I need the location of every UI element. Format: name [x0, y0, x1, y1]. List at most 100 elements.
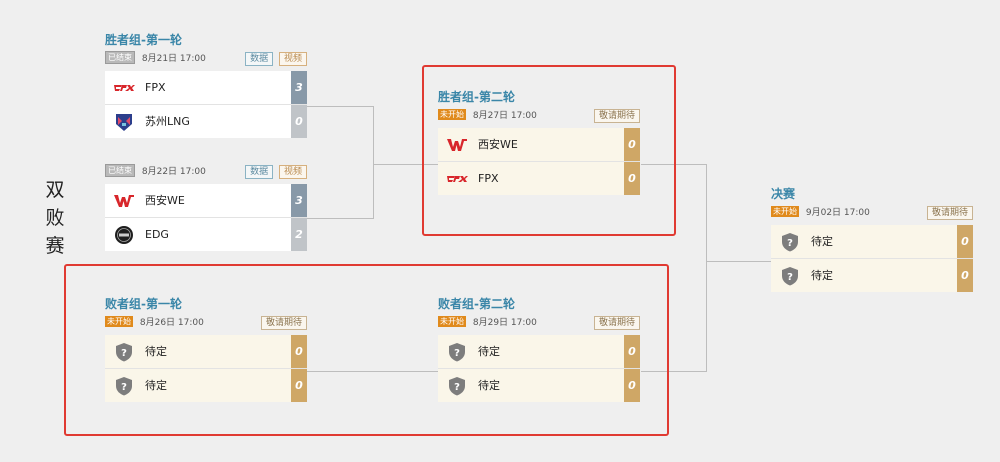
- tbd-shield-icon: ?: [782, 267, 798, 286]
- team-score: 0: [624, 128, 640, 161]
- svg-text:?: ?: [121, 348, 127, 359]
- status-badge: 已结束: [105, 51, 135, 64]
- fpx-logo-icon: [447, 176, 468, 182]
- match-losers-round1: 败者组-第一轮 未开始 8月26日 17:00 敬请期待 ? 待定 0 ? 待定…: [105, 296, 307, 402]
- coming-soon-button[interactable]: 敬请期待: [593, 109, 640, 123]
- status-badge: 未开始: [105, 316, 133, 327]
- svg-text:?: ?: [787, 272, 793, 283]
- match-meta: 未开始 8月27日 17:00 敬请期待: [438, 108, 640, 124]
- team-score: 3: [291, 71, 307, 104]
- connector-line: [373, 106, 374, 219]
- connector-line: [706, 261, 772, 262]
- double-elimination-label: 双 败 赛: [45, 179, 65, 257]
- match-losers-round2: 败者组-第二轮 未开始 8月29日 17:00 敬请期待 ? 待定 0 ? 待定…: [438, 296, 640, 402]
- match-winners-round2: 胜者组-第二轮 未开始 8月27日 17:00 敬请期待 西安WE 0 FPX …: [438, 89, 640, 195]
- video-button[interactable]: 视频: [278, 52, 307, 66]
- connector-line: [307, 371, 439, 372]
- svg-text:?: ?: [121, 382, 127, 393]
- team-name: EDG: [145, 228, 169, 241]
- edg-logo-icon: [115, 226, 133, 244]
- match-title: 决赛: [771, 187, 796, 201]
- tbd-shield-icon: ?: [449, 377, 465, 396]
- video-button[interactable]: 视频: [278, 165, 307, 179]
- team-score: 2: [291, 218, 307, 251]
- team-name: 西安WE: [478, 138, 518, 151]
- team-score: 0: [291, 369, 307, 402]
- team-score: 0: [291, 335, 307, 368]
- connector-line: [641, 371, 707, 372]
- team-score: 3: [291, 184, 307, 217]
- match-winners-round1-b: 已结束 8月22日 17:00 数据 视频 西安WE 3 EDG 2: [105, 160, 307, 251]
- data-button[interactable]: 数据: [245, 52, 274, 66]
- match-time: 8月21日 17:00: [141, 54, 206, 64]
- team-name: FPX: [478, 172, 499, 185]
- match-meta: 未开始 8月29日 17:00 敬请期待: [438, 315, 640, 331]
- match-meta: 未开始 8月26日 17:00 敬请期待: [105, 315, 307, 331]
- status-badge: 未开始: [438, 316, 466, 327]
- status-badge: 未开始: [771, 206, 799, 217]
- team-row[interactable]: 西安WE 3: [105, 184, 307, 218]
- highlight-box-winners-round2: [422, 65, 676, 236]
- tbd-shield-icon: ?: [116, 343, 132, 362]
- connector-line: [307, 106, 373, 107]
- match-actions: 数据 视频: [242, 165, 307, 179]
- match-time: 8月22日 17:00: [141, 167, 206, 177]
- team-row[interactable]: FPX 0: [438, 162, 640, 195]
- match-final: 决赛 未开始 9月02日 17:00 敬请期待 ? 待定 0 ? 待定 0: [771, 186, 973, 292]
- match-meta: 未开始 9月02日 17:00 敬请期待: [771, 205, 973, 221]
- team-row[interactable]: ? 待定 0: [438, 335, 640, 369]
- connector-line: [373, 164, 439, 165]
- we-logo-icon: [114, 195, 134, 207]
- coming-soon-button[interactable]: 敬请期待: [593, 316, 640, 330]
- team-name: 西安WE: [145, 194, 185, 207]
- team-score: 0: [957, 259, 973, 292]
- team-row[interactable]: ? 待定 0: [771, 259, 973, 292]
- team-score: 0: [291, 105, 307, 138]
- match-winners-round1-a: 胜者组-第一轮 已结束 8月21日 17:00 数据 视频 FPX 3 苏州LN…: [105, 32, 307, 138]
- svg-text:?: ?: [454, 348, 460, 359]
- status-badge: 未开始: [438, 109, 466, 120]
- tbd-shield-icon: ?: [116, 377, 132, 396]
- team-score: 0: [624, 162, 640, 195]
- team-name: 待定: [478, 345, 500, 358]
- coming-soon-button[interactable]: 敬请期待: [260, 316, 307, 330]
- team-row[interactable]: ? 待定 0: [771, 225, 973, 259]
- team-name: 待定: [478, 379, 500, 392]
- match-time: 8月29日 17:00: [472, 318, 537, 328]
- team-row[interactable]: ? 待定 0: [438, 369, 640, 402]
- team-name: 待定: [145, 379, 167, 392]
- coming-soon-button[interactable]: 敬请期待: [926, 206, 973, 220]
- match-actions: 敬请期待: [591, 316, 640, 330]
- match-actions: 敬请期待: [258, 316, 307, 330]
- match-meta: 已结束 8月22日 17:00 数据 视频: [105, 164, 307, 180]
- team-row[interactable]: 苏州LNG 0: [105, 105, 307, 138]
- tbd-shield-icon: ?: [449, 343, 465, 362]
- highlight-box-losers-bracket: [64, 264, 669, 436]
- match-time: 9月02日 17:00: [805, 208, 870, 218]
- team-score: 0: [624, 335, 640, 368]
- match-title: 败者组-第二轮: [438, 297, 515, 311]
- connector-line: [307, 218, 373, 219]
- team-row[interactable]: EDG 2: [105, 218, 307, 251]
- team-score: 0: [624, 369, 640, 402]
- svg-text:?: ?: [454, 382, 460, 393]
- team-row[interactable]: ? 待定 0: [105, 335, 307, 369]
- status-badge: 已结束: [105, 164, 135, 177]
- team-row[interactable]: FPX 3: [105, 71, 307, 105]
- match-title: 败者组-第一轮: [105, 297, 182, 311]
- match-title: 胜者组-第一轮: [105, 33, 182, 47]
- data-button[interactable]: 数据: [245, 165, 274, 179]
- we-logo-icon: [447, 139, 467, 151]
- team-name: FPX: [145, 81, 166, 94]
- team-name: 待定: [811, 235, 833, 248]
- match-actions: 敬请期待: [591, 109, 640, 123]
- svg-text:?: ?: [787, 238, 793, 249]
- team-row[interactable]: 西安WE 0: [438, 128, 640, 162]
- lng-logo-icon: [116, 114, 132, 131]
- match-time: 8月27日 17:00: [472, 111, 537, 121]
- fpx-logo-icon: [114, 85, 135, 91]
- team-name: 待定: [811, 269, 833, 282]
- team-row[interactable]: ? 待定 0: [105, 369, 307, 402]
- match-meta: 已结束 8月21日 17:00 数据 视频: [105, 51, 307, 67]
- tbd-shield-icon: ?: [782, 233, 798, 252]
